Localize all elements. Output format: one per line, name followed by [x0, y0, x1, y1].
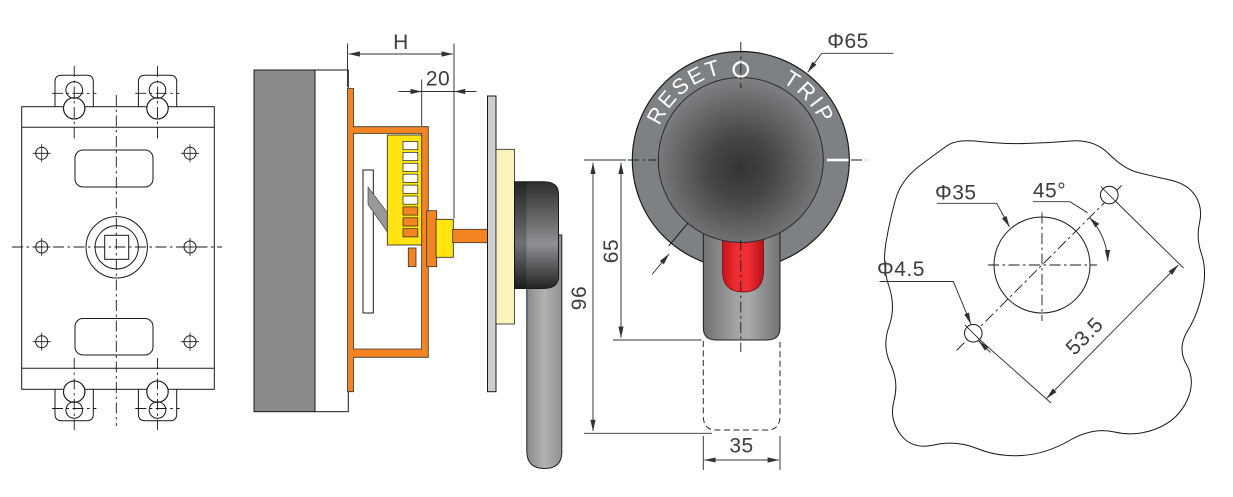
pcb-board	[362, 169, 374, 314]
keyhole-slot-top-left	[62, 81, 86, 120]
position-marker-o	[732, 61, 750, 78]
mounting-plate-side	[314, 69, 349, 413]
dim-20-label: 20	[426, 68, 450, 91]
screw-hole-top-right	[1100, 185, 1119, 205]
dim-phi45: Φ4.5	[877, 258, 991, 353]
adapter-plate	[495, 148, 515, 325]
screw-hole-bottom-left	[964, 324, 983, 343]
dip-switch-contacts	[402, 141, 419, 238]
wiring-slot-bottom	[74, 318, 154, 356]
handle-extended-position	[702, 341, 781, 431]
bracket-tab	[407, 247, 417, 268]
dim-35-label: 35	[729, 435, 753, 458]
dim-20: 20	[398, 68, 477, 126]
knob-dome	[657, 77, 824, 243]
dim-phi65-label: Φ65	[827, 30, 869, 53]
dim-96-label: 96	[568, 286, 591, 310]
ring-tick-lower-left	[668, 222, 689, 247]
rear-view	[12, 66, 222, 430]
dim-65-label: 65	[600, 239, 623, 263]
panel-cutout-outline	[884, 140, 1205, 457]
dim-diameter-65: Φ65	[807, 30, 894, 73]
handle-side	[526, 234, 563, 470]
dim-35: 35	[702, 435, 781, 470]
panel-sheet-side	[487, 95, 497, 393]
dim-65: 65	[600, 162, 702, 341]
shaft-hub	[426, 210, 438, 268]
drill-template: Φ35 45° Φ4.5 53.5	[877, 140, 1205, 457]
dim-h-label: H	[393, 31, 409, 54]
dim-53-5: 53.5	[978, 201, 1184, 404]
mounting-bracket	[347, 88, 429, 393]
dim-phi45-label: Φ4.5	[877, 258, 925, 281]
dim-h: H	[347, 31, 455, 219]
dim-53-5-label: 53.5	[1062, 313, 1109, 360]
wiring-slot-top	[74, 149, 154, 188]
drive-shaft	[452, 228, 489, 244]
dim-phi35-label: Φ35	[935, 182, 977, 205]
front-view-centerlines	[628, 42, 866, 352]
side-view: H 20	[253, 31, 563, 470]
switch-body-side	[253, 69, 316, 413]
dim-45deg: 45°	[1033, 180, 1111, 262]
knob-side	[514, 181, 559, 289]
dim-96: 96	[568, 159, 712, 434]
rear-view-centerlines	[12, 66, 222, 430]
dim-45deg-label: 45°	[1033, 180, 1066, 203]
front-view: RESET TRIP 96 65 35	[568, 30, 894, 470]
knob-back-rim	[514, 182, 527, 288]
rotation-arrow	[651, 253, 670, 275]
panel-body-outline	[21, 106, 215, 390]
dim-phi35: Φ35	[935, 182, 1010, 228]
shaft-collar	[435, 218, 454, 258]
